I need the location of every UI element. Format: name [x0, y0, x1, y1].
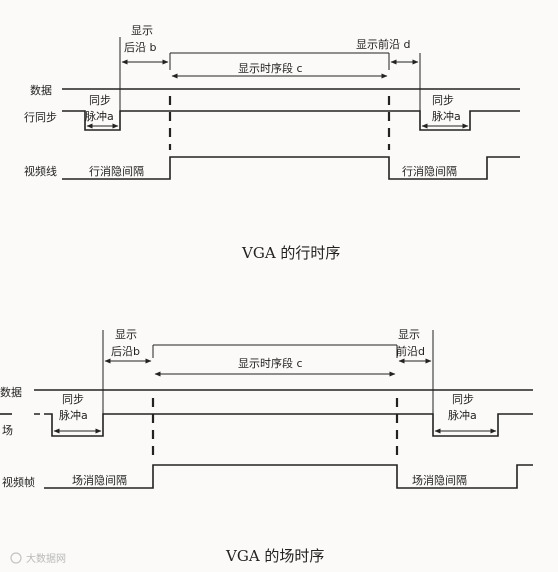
watermark-logo-icon	[10, 552, 22, 564]
v-sync-pulse-label-line1: 同步	[452, 393, 474, 406]
v-display-segment-label: 显示时序段 c	[238, 356, 303, 370]
h-blanking-label: 行消隐间隔	[402, 164, 457, 178]
v-blanking-label: 场消隐间隔	[72, 473, 127, 487]
v-blanking-label: 场消隐间隔	[412, 473, 467, 487]
v-video-row-label: 视频帧	[2, 475, 35, 489]
h-video-waveform	[62, 156, 520, 180]
h-back-porch-label-line2: 后沿 b	[124, 41, 156, 54]
h-sync-pulse-label-line2: 脉冲a	[432, 109, 461, 123]
v-caption: VGA 的场时序	[225, 547, 324, 565]
v-back-porch-label-line1: 显示	[115, 328, 137, 341]
vertical-timing-diagram: 显示 后沿b 显示 前沿d 显示时序段 c 数据 场 视频帧 同步 脉冲a 同步…	[0, 328, 533, 565]
h-back-porch-label-line1: 显示	[131, 24, 153, 37]
h-display-segment-label: 显示时序段 c	[238, 61, 303, 75]
watermark: 大数据网	[10, 552, 66, 565]
h-front-porch-label: 显示前沿 d	[356, 37, 410, 51]
h-blanking-label: 行消隐间隔	[89, 164, 144, 178]
h-sync-pulse-label-line2: 脉冲a	[85, 109, 114, 123]
watermark-text: 大数据网	[26, 552, 66, 565]
v-sync-waveform	[48, 413, 533, 437]
v-front-porch-label-line1: 显示	[398, 328, 420, 341]
v-sync-pulse-label-line2: 脉冲a	[448, 408, 477, 422]
h-sync-pulse-label-line1: 同步	[89, 94, 111, 107]
h-caption: VGA 的行时序	[241, 244, 340, 262]
h-data-row-label: 数据	[30, 83, 52, 97]
h-sync-row-label: 行同步	[24, 111, 57, 124]
h-sync-waveform	[62, 110, 520, 131]
v-video-waveform	[44, 464, 533, 489]
v-front-porch-label-line2: 前沿d	[396, 344, 425, 358]
h-sync-pulse-label-line1: 同步	[432, 94, 454, 107]
v-data-row-label: 数据	[0, 385, 22, 399]
h-video-row-label: 视频线	[24, 164, 57, 178]
v-sync-pulse-label-line2: 脉冲a	[59, 408, 88, 422]
v-sync-row-label: 场	[2, 423, 13, 437]
v-sync-pulse-label-line1: 同步	[62, 393, 84, 406]
v-back-porch-label-line2: 后沿b	[111, 345, 140, 358]
horizontal-timing-diagram: 显示 后沿 b 显示前沿 d 显示时序段 c 数据 行同步 视频线 同步 脉冲a…	[24, 24, 520, 262]
